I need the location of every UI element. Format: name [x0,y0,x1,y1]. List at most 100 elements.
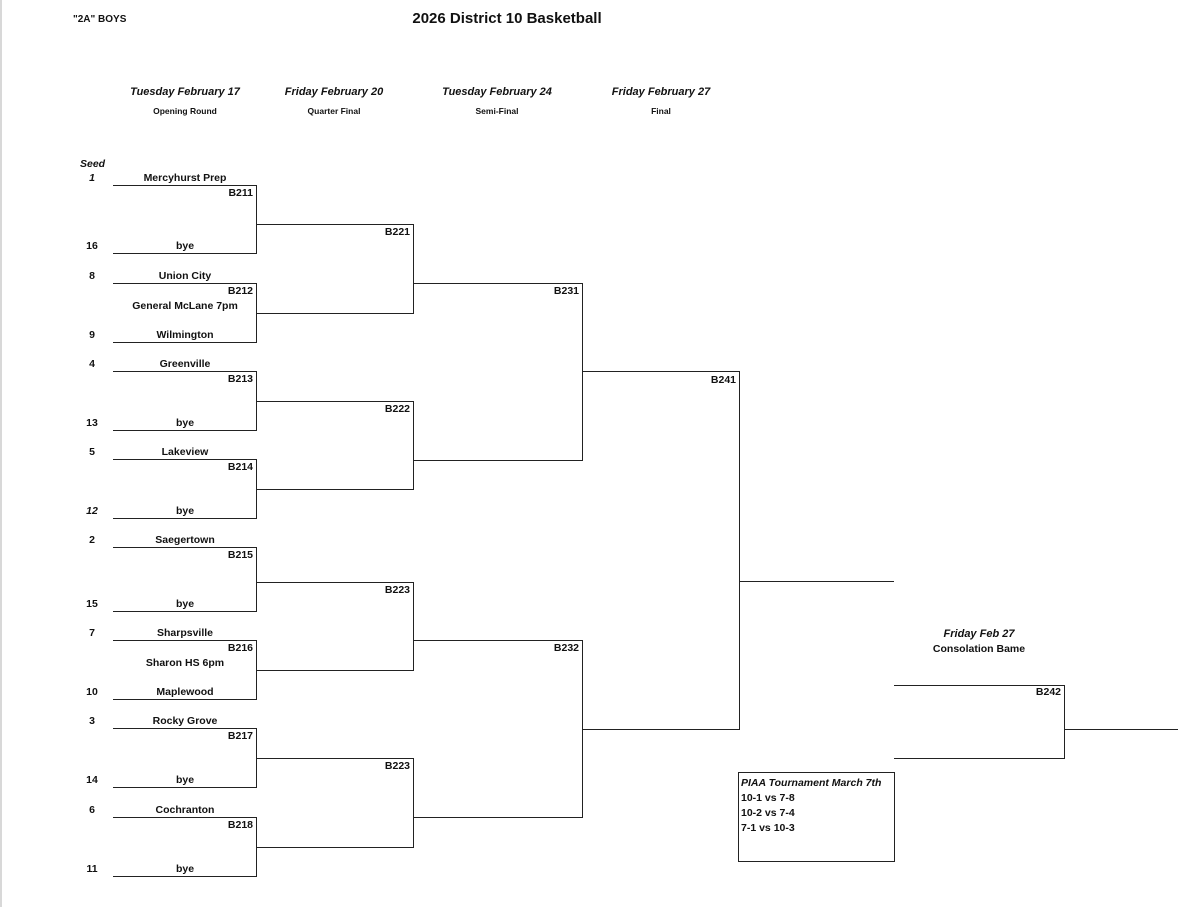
team-name: Wilmington [156,329,214,341]
entry-line [113,518,256,520]
quarter-entry-line [256,847,413,849]
seed-number: 14 [86,774,98,786]
quarter-connector [413,758,415,848]
team-name: Mercyhurst Prep [143,172,227,184]
quarter-connector [413,582,415,671]
consolation-day: Friday Feb 27 [943,628,1015,640]
opening-game-code: B217 [227,730,253,742]
entry-line [113,547,256,549]
seed-number: 13 [86,417,98,429]
seed-number: 16 [86,240,98,252]
piaa-matchup-3: 7-1 vs 10-3 [741,822,795,834]
team-name: Greenville [159,358,211,370]
semi-entry-line [413,817,582,819]
piaa-box [738,772,895,862]
consolation-winner-line [1064,729,1178,731]
entry-line [113,817,256,819]
consolation-title: Consolation Bame [932,643,1026,655]
opening-game-code: B211 [228,187,253,199]
seed-number: 4 [89,358,95,370]
entry-line [113,611,256,613]
entry-line [113,699,256,701]
game-site-b212: General McLane 7pm [132,300,238,312]
seed-number: 12 [86,505,98,517]
opening-game-code: B213 [227,373,253,385]
opening-game-code: B214 [227,461,253,473]
opening-game-code: B218 [227,819,253,831]
round-name-semi: Semi-Final [475,106,519,116]
quarter-entry-line [256,401,413,403]
round-day-opening: Tuesday February 17 [130,86,240,98]
entry-line [113,185,256,187]
entry-line [113,876,256,878]
team-name: bye [175,417,195,429]
team-name: Maplewood [156,686,214,698]
quarter-game-code: B223 [384,760,410,772]
seed-number: 1 [89,172,95,184]
quarter-entry-line [256,758,413,760]
seed-number: 3 [89,715,95,727]
quarter-entry-line [256,582,413,584]
consolation-entry-line [894,758,1064,760]
team-name: Union City [158,270,212,282]
entry-line [113,787,256,789]
seed-column-label: Seed [80,158,106,170]
round-day-quarter: Friday February 20 [284,86,384,98]
team-name: Saegertown [155,534,215,546]
quarter-entry-line [256,224,413,226]
quarter-game-code: B221 [384,226,410,238]
quarter-entry-line [256,313,413,315]
piaa-matchup-2: 10-2 vs 7-4 [741,807,795,819]
entry-line [113,430,256,432]
team-name: Cochranton [155,804,215,816]
consolation-connector [1064,685,1066,759]
team-name: bye [175,598,195,610]
team-name: Lakeview [161,446,209,458]
piaa-info: PIAA Tournament March 7th 10-1 vs 7-8 10… [741,776,881,836]
opening-game-code: B216 [227,642,253,654]
division-label: "2A" BOYS [73,14,127,25]
champion-line [739,581,894,583]
quarter-game-code: B222 [384,403,410,415]
round-day-final: Friday February 27 [611,86,711,98]
team-name: Sharpsville [156,627,214,639]
quarter-game-code: B223 [384,584,410,596]
semi-game-code: B231 [553,285,579,297]
entry-line [113,253,256,255]
entry-line [113,342,256,344]
quarter-connector [413,401,415,490]
semi-entry-line [413,283,582,285]
final-game-code: B241 [710,374,736,386]
semi-entry-line [413,640,582,642]
entry-line [113,640,256,642]
piaa-title: PIAA Tournament March 7th [741,777,882,789]
page-edge [0,0,2,907]
semi-entry-line [413,460,582,462]
consolation-game-code: B242 [1035,686,1061,698]
seed-number: 6 [89,804,95,816]
entry-line [113,728,256,730]
final-entry-line [582,729,739,731]
opening-game-code: B215 [227,549,253,561]
team-name: bye [175,863,195,875]
opening-connector [256,185,258,254]
round-day-semi: Tuesday February 24 [442,86,552,98]
semi-game-code: B232 [553,642,579,654]
seed-number: 7 [89,627,95,639]
consolation-entry-line [894,685,1064,687]
round-name-opening: Opening Round [153,106,217,116]
seed-number: 11 [86,863,98,875]
seed-number: 15 [86,598,98,610]
quarter-entry-line [256,489,413,491]
opening-game-code: B212 [227,285,253,297]
round-name-quarter: Quarter Final [307,106,361,116]
seed-number: 9 [89,329,95,341]
quarter-connector [413,224,415,314]
final-entry-line [582,371,739,373]
team-name: bye [175,774,195,786]
game-site-b216: Sharon HS 6pm [145,657,225,669]
team-name: bye [175,505,195,517]
round-name-final: Final [651,106,671,116]
entry-line [113,459,256,461]
team-name: bye [175,240,195,252]
